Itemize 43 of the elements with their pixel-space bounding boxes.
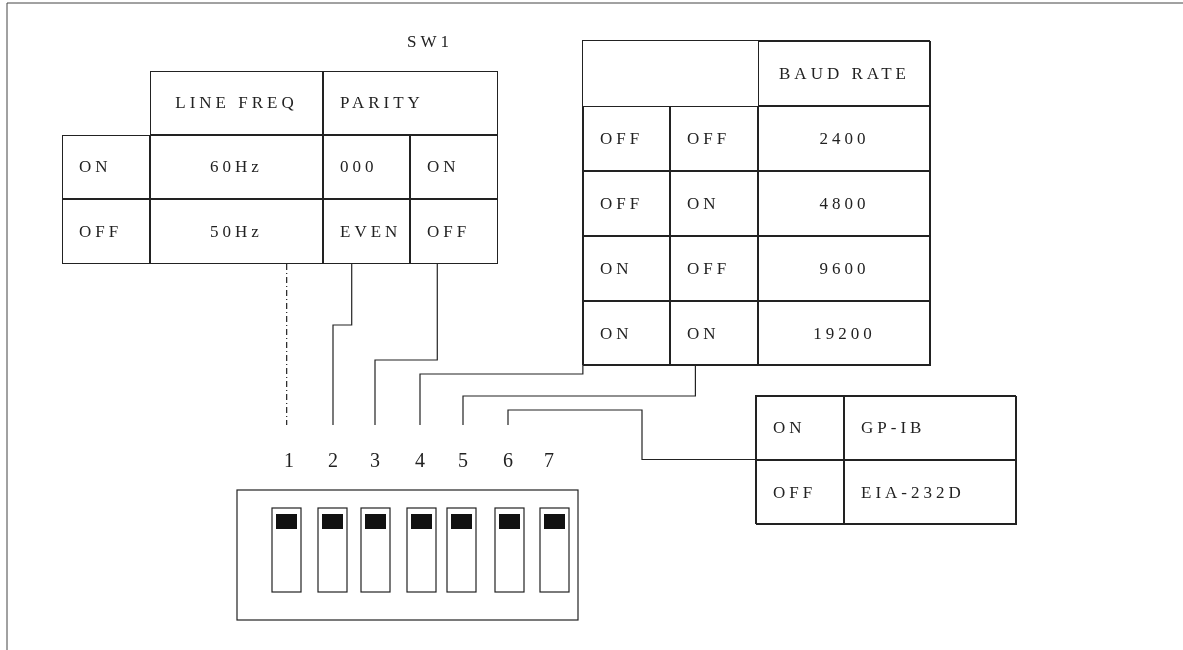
leader-line	[286, 263, 288, 426]
table-cell: ON	[410, 135, 498, 199]
leader-line	[462, 364, 696, 426]
leader-line	[374, 263, 438, 426]
header-cell: LINE FREQ	[150, 71, 323, 135]
table-title: SW1	[407, 32, 453, 52]
table-cell: OFF	[583, 171, 670, 236]
table-cell: 50Hz	[150, 199, 323, 264]
table-cell: ON	[756, 396, 844, 460]
table-cell: OFF	[62, 199, 150, 264]
header-cell: PARITY	[323, 71, 498, 135]
table-cell: OFF	[583, 106, 670, 171]
leader-line	[419, 364, 584, 426]
table-cell: EIA-232D	[844, 460, 1017, 525]
table-cell: ON	[670, 301, 758, 366]
table-cell: 4800	[758, 171, 931, 236]
switch-number: 1	[277, 447, 301, 473]
table-cell: OFF	[670, 106, 758, 171]
table-cell: ON	[583, 236, 670, 301]
table-cell: 19200	[758, 301, 931, 366]
table-cell: BAUD RATE	[758, 41, 931, 106]
table-cell: OFF	[756, 460, 844, 525]
settings-table	[582, 40, 930, 365]
table-cell: OFF	[670, 236, 758, 301]
table-cell: 9600	[758, 236, 931, 301]
table-cell: GP-IB	[844, 396, 1017, 460]
switch-number: 7	[537, 447, 561, 473]
table-cell: ON	[670, 171, 758, 236]
table-cell: EVEN	[323, 199, 410, 264]
switch-number: 6	[496, 447, 520, 473]
table-cell: ON	[583, 301, 670, 366]
settings-table	[755, 395, 1016, 524]
switch-number: 4	[408, 447, 432, 473]
table-cell: 60Hz	[150, 135, 323, 199]
table-cell: ON	[62, 135, 150, 199]
table-cell: 2400	[758, 106, 931, 171]
table-cell: 000	[323, 135, 410, 199]
switch-number: 5	[451, 447, 475, 473]
leader-line	[507, 409, 756, 461]
table-cell: OFF	[410, 199, 498, 264]
leader-line	[332, 263, 353, 426]
switch-number: 3	[363, 447, 387, 473]
switch-number: 2	[321, 447, 345, 473]
